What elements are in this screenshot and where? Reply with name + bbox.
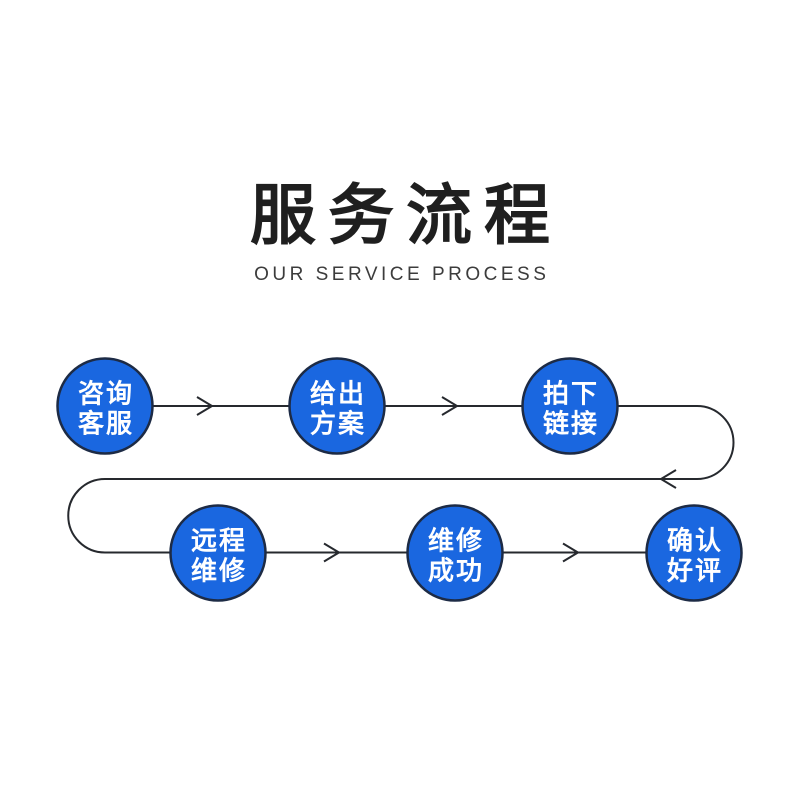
step-label-line2: 成功 [428, 556, 484, 586]
step-label-line2: 方案 [310, 409, 366, 439]
arrow-right-4 [562, 542, 580, 563]
step-label-line1: 维修 [428, 526, 484, 556]
step-label-line2: 维修 [191, 556, 247, 586]
page-title: 服务流程 [250, 178, 562, 252]
connector-path [67, 405, 735, 554]
step-label-line1: 咨询 [78, 379, 134, 409]
step-circle [521, 357, 619, 455]
step-label-line1: 远程 [191, 526, 247, 556]
step-label-line1: 确认 [667, 526, 723, 556]
diagram-header: 服务流程 OUR SERVICE PROCESS [0, 178, 800, 286]
step-circle [645, 504, 743, 602]
step-circle [406, 504, 504, 602]
step-circle [56, 357, 154, 455]
arrowheads [196, 396, 677, 563]
arrow-right-3 [323, 542, 341, 563]
arrow-left-return [659, 469, 677, 489]
step-label-line2: 链接 [543, 409, 599, 439]
step-label-line2: 好评 [666, 556, 723, 586]
arrow-right-1 [196, 396, 214, 416]
step-label-line1: 给出 [310, 379, 366, 409]
step-circle [288, 357, 386, 455]
arrow-right-2 [441, 396, 459, 416]
step-circle [169, 504, 267, 602]
step-label-line2: 客服 [78, 409, 134, 439]
page-subtitle: OUR SERVICE PROCESS [254, 263, 550, 285]
step-label-line1: 拍下 [543, 379, 599, 409]
